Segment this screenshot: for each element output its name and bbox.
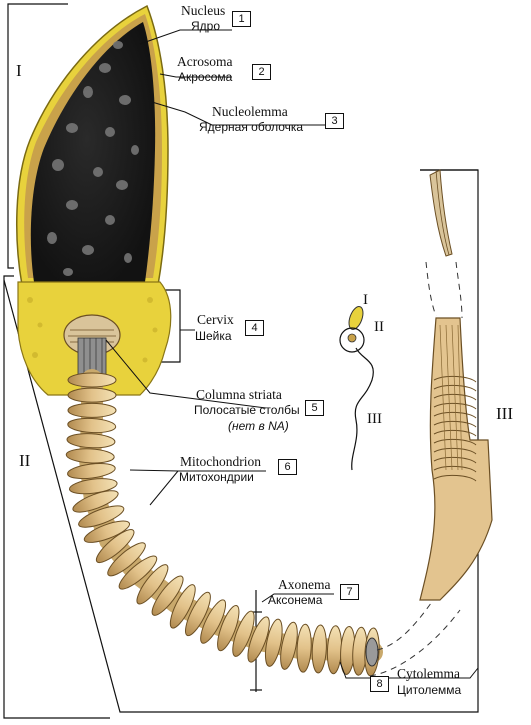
mitochondrion-coil (72, 490, 119, 513)
region-III-label: III (496, 404, 513, 423)
nucleolemma-label-en: Nucleolemma (212, 104, 288, 119)
mitochondrion-label-ru: Митохондрии (179, 470, 254, 484)
mitochondrion-coil (296, 623, 312, 673)
inset-III-label: III (367, 411, 382, 427)
acrosoma-label-ru: Акросома (178, 70, 233, 84)
mitochondrion-coil (68, 478, 118, 495)
fibrous-ring (433, 474, 477, 482)
mitochondrion-coil (169, 584, 196, 629)
acrosoma-label-en: Acrosoma (177, 54, 233, 69)
cervix-label-en: Cervix (197, 312, 234, 327)
marker-6: 6 (278, 459, 297, 475)
mitochondrion-coil (217, 604, 240, 652)
axonema-label-en: Axonema (278, 577, 331, 592)
marker-4: 4 (245, 320, 264, 336)
nucleus-shape (30, 22, 156, 282)
axonema-label-ru: Аксонема (268, 593, 323, 607)
columna-note: (нет в NA) (228, 419, 289, 433)
mitochondrial-sheath (65, 369, 383, 677)
mitochondrion-coil (311, 624, 327, 674)
mitochondrion-coil (118, 555, 158, 590)
mitochondrion-coil (67, 387, 117, 403)
nucleus-label-en: Nucleus (181, 3, 226, 18)
marker-1: 1 (232, 11, 251, 27)
nucleus-label-ru: Ядро (191, 19, 221, 33)
marker-2: 2 (252, 64, 271, 80)
mitochondrion-coil (247, 616, 270, 663)
cytolemma-label-ru: Цитолемма (397, 683, 462, 697)
fibrous-ring (433, 393, 477, 401)
marker-8: 8 (370, 676, 389, 692)
region-I-label: I (16, 61, 22, 80)
mitochondrion-coil (185, 591, 211, 637)
mitochondrion-coil (67, 402, 117, 418)
mitochondrion-coil (200, 599, 227, 644)
fibrous-ring (433, 456, 477, 464)
mitochondrion-coil (83, 520, 131, 543)
fibrous-ring (433, 375, 477, 383)
bracket-I (7, 3, 68, 269)
marker-3: 3 (325, 113, 344, 129)
columna-label-en: Columna striata (196, 387, 282, 402)
region-II-label: II (19, 451, 31, 470)
fibrous-ring (433, 411, 477, 419)
mitochondrion-coil (95, 529, 135, 564)
whole-sperm-inset (339, 306, 374, 471)
mitochondrion-coil (326, 625, 343, 675)
tail-cutaway (369, 169, 493, 677)
fibrous-ring (433, 402, 477, 410)
mitochondrion-coil (67, 417, 117, 434)
mitochondrion-coil (67, 372, 117, 388)
inset-II-label: II (374, 319, 384, 335)
fibrous-ring (433, 465, 477, 473)
nucleolemma-label-ru: Ядерная оболочка (199, 120, 304, 134)
mitochondrion-label-en: Mitochondrion (180, 454, 261, 469)
mitochondrion-coil (136, 564, 169, 605)
mitochondrion-coil (65, 448, 115, 464)
mitochondrion-coil (264, 618, 283, 667)
mitochondrion-coil (232, 610, 255, 657)
cervix-label-ru: Шейка (195, 329, 232, 343)
leader-lines (105, 29, 479, 679)
mitochondrion-coil (78, 505, 125, 528)
marker-5: 5 (305, 400, 324, 416)
columna-label-ru: Полосатые столбы (194, 403, 300, 417)
marker-7: 7 (340, 584, 359, 600)
mitochondrion-coil (151, 575, 184, 616)
fibrous-ring (433, 384, 477, 392)
fibrous-ring (433, 429, 477, 437)
inset-I-label: I (363, 292, 368, 308)
sperm-head (16, 4, 172, 396)
fibrous-ring (433, 420, 477, 428)
mitochondrion-coil (107, 542, 146, 577)
cytolemma-label-en: Cytolemma (397, 666, 460, 681)
mitochondrion-coil (66, 433, 116, 449)
mitochondrion-coil (67, 462, 116, 480)
mitochondrion-coil (280, 621, 298, 670)
